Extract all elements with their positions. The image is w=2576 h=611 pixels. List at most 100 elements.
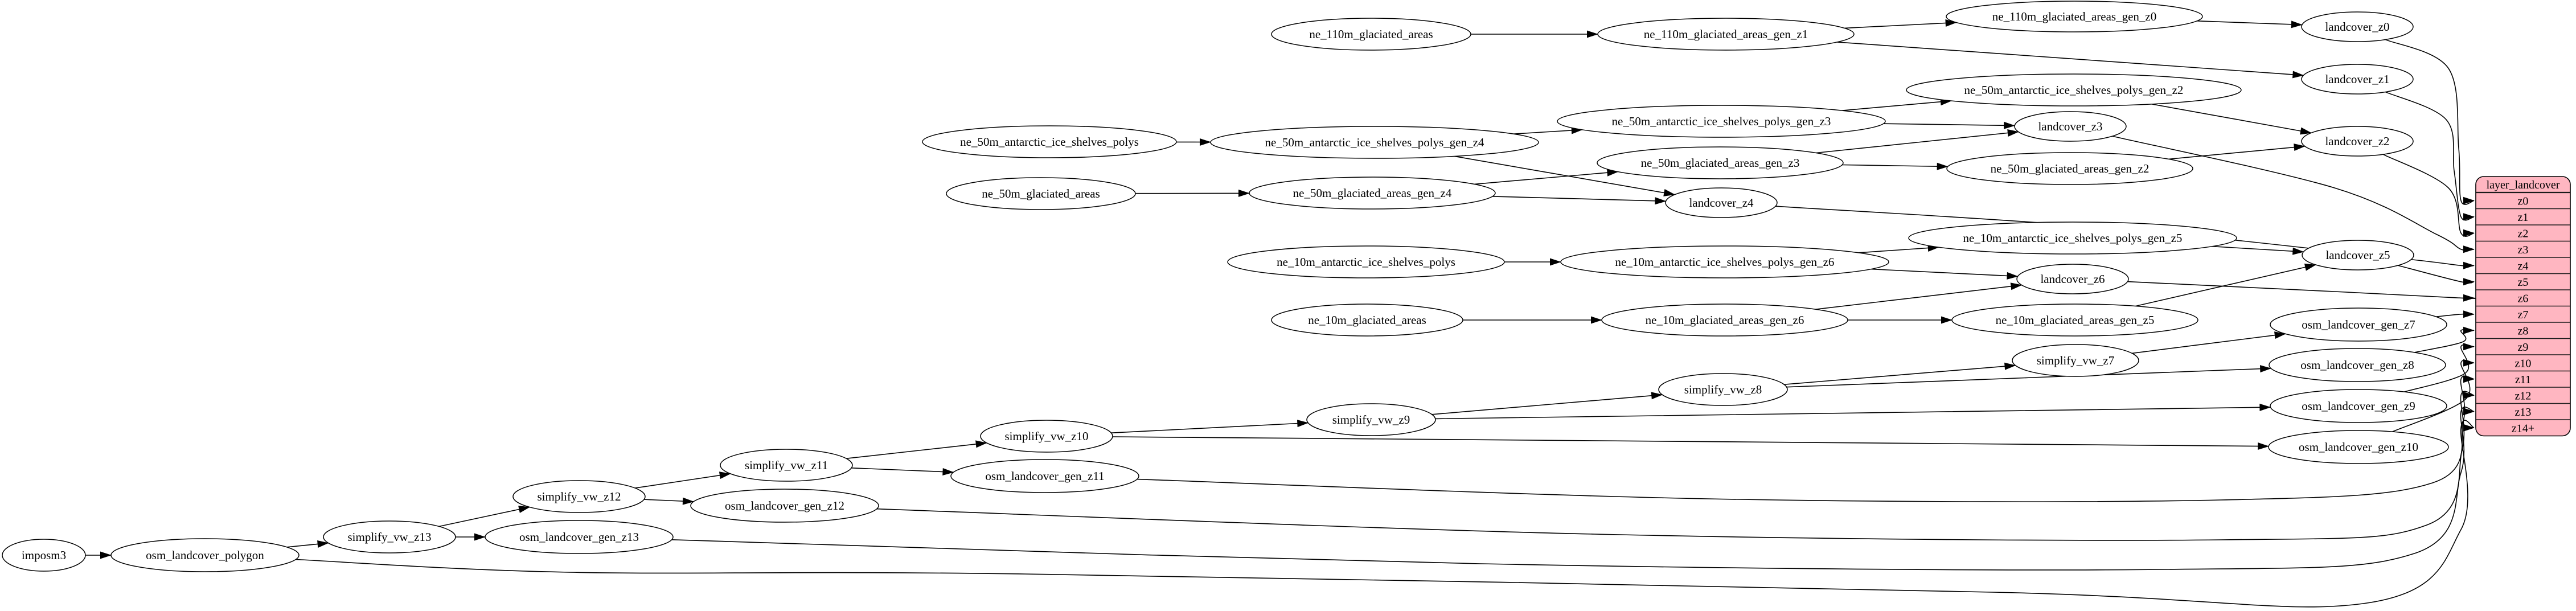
node-label-osm_landcover_gen_z11: osm_landcover_gen_z11: [985, 469, 1104, 483]
edge-ne_10m_antarctic_ice_shelves_polys_gen_z5-landcover_z5: [2212, 245, 2304, 255]
edge-simplify_vw_z9-simplify_vw_z8: [1431, 392, 1663, 415]
node-label-landcover_z6: landcover_z6: [2040, 272, 2105, 286]
node-label-osm_landcover_gen_z8: osm_landcover_gen_z8: [2300, 358, 2414, 372]
node-shape-ne_50m_glaciated_areas_gen_z3: [1597, 146, 1844, 179]
node-ne_10m_glaciated_areas: ne_10m_glaciated_areas: [1271, 304, 1463, 337]
node-label-ne_50m_antarctic_ice_shelves_polys: ne_50m_antarctic_ice_shelves_polys: [960, 135, 1139, 149]
node-shape-osm_landcover_gen_z12: [690, 489, 879, 523]
node-shape-landcover_z2: [2301, 126, 2414, 157]
node-label-ne_10m_antarctic_ice_shelves_polys_gen_z5: ne_10m_antarctic_ice_shelves_polys_gen_z…: [1963, 231, 2183, 245]
table-row-z13: z13: [2515, 406, 2532, 419]
node-shape-ne_10m_glaciated_areas_gen_z5: [1951, 304, 2198, 337]
node-shape-ne_50m_antarctic_ice_shelves_polys_gen_z3: [1557, 105, 1886, 138]
node-shape-simplify_vw_z12: [512, 480, 646, 513]
node-label-ne_50m_glaciated_areas_gen_z4: ne_50m_glaciated_areas_gen_z4: [1293, 186, 1452, 200]
edge-simplify_vw_z10-simplify_vw_z9: [1111, 420, 1309, 433]
node-shape-ne_50m_antarctic_ice_shelves_polys_gen_z2: [1906, 73, 2242, 106]
node-shape-osm_landcover_gen_z7: [2270, 307, 2447, 342]
edge-ne_50m_antarctic_ice_shelves_polys_gen_z2-landcover_z2: [2151, 104, 2312, 135]
table-row-z11: z11: [2515, 374, 2531, 386]
node-label-landcover_z2: landcover_z2: [2325, 134, 2389, 148]
edge-landcover_z2-layer_landcover-z2: [2382, 154, 2475, 237]
node-shape-simplify_vw_z10: [980, 420, 1113, 453]
node-shape-ne_50m_glaciated_areas_gen_z4: [1249, 177, 1496, 210]
node-ne_50m_glaciated_areas_gen_z3: ne_50m_glaciated_areas_gen_z3: [1597, 146, 1844, 179]
node-label-osm_landcover_polygon: osm_landcover_polygon: [146, 548, 264, 562]
node-ne_110m_glaciated_areas_gen_z1: ne_110m_glaciated_areas_gen_z1: [1597, 18, 1855, 51]
edge-landcover_z0-layer_landcover-z0: [2385, 39, 2475, 205]
edge-simplify_vw_z11-simplify_vw_z10: [846, 440, 987, 459]
edge-osm_landcover_polygon-layer_landcover-z14+: [296, 420, 2475, 608]
node-ne_10m_antarctic_ice_shelves_polys: ne_10m_antarctic_ice_shelves_polys: [1227, 245, 1505, 278]
node-label-ne_50m_glaciated_areas: ne_50m_glaciated_areas: [982, 187, 1100, 200]
edge-osm_landcover_gen_z9-layer_landcover-z9: [2404, 343, 2475, 392]
node-ne_50m_glaciated_areas_gen_z4: ne_50m_glaciated_areas_gen_z4: [1249, 177, 1496, 210]
node-landcover_z6: landcover_z6: [2016, 264, 2129, 294]
node-label-osm_landcover_gen_z13: osm_landcover_gen_z13: [519, 530, 639, 544]
node-ne_110m_glaciated_areas_gen_z0: ne_110m_glaciated_areas_gen_z0: [1946, 1, 2203, 32]
node-shape-simplify_vw_z8: [1658, 373, 1788, 406]
node-simplify_vw_z13: simplify_vw_z13: [323, 520, 456, 553]
node-label-osm_landcover_gen_z12: osm_landcover_gen_z12: [725, 499, 844, 512]
node-label-ne_50m_antarctic_ice_shelves_polys_gen_z2: ne_50m_antarctic_ice_shelves_polys_gen_z…: [1964, 83, 2184, 97]
node-shape-osm_landcover_gen_z10: [2268, 430, 2449, 464]
edge-ne_10m_glaciated_areas_gen_z6-landcover_z6: [1815, 282, 2023, 310]
edge-ne_50m_glaciated_areas_gen_z3-ne_50m_glaciated_areas_gen_z2: [1842, 162, 1949, 170]
node-shape-landcover_z3: [2014, 111, 2127, 142]
table-layer_landcover: layer_landcoverz0z1z2z3z4z5z6z7z8z9z10z1…: [2475, 176, 2571, 437]
edge-simplify_vw_z10-osm_landcover_gen_z10: [1112, 436, 2270, 450]
node-label-ne_110m_glaciated_areas: ne_110m_glaciated_areas: [1309, 27, 1433, 41]
table-row-z6: z6: [2518, 292, 2529, 305]
node-label-landcover_z5: landcover_z5: [2325, 248, 2390, 262]
node-label-landcover_z4: landcover_z4: [1689, 196, 1754, 210]
table-row-z2: z2: [2518, 227, 2529, 240]
node-shape-landcover_z6: [2016, 264, 2129, 294]
table-row-z8: z8: [2518, 325, 2529, 337]
edge-ne_50m_antarctic_ice_shelves_polys_gen_z3-ne_50m_antarctic_ice_shelves_polys_gen_z2: [1842, 98, 1952, 111]
node-label-simplify_vw_z9: simplify_vw_z9: [1332, 413, 1410, 427]
table-row-z5: z5: [2518, 276, 2529, 289]
node-shape-osm_landcover_polygon: [110, 538, 300, 572]
node-label-imposm3: imposm3: [22, 548, 66, 562]
node-landcover_z4: landcover_z4: [1665, 187, 1778, 218]
node-osm_landcover_gen_z13: osm_landcover_gen_z13: [485, 520, 674, 554]
node-shape-ne_110m_glaciated_areas: [1271, 18, 1471, 51]
node-label-ne_10m_glaciated_areas_gen_z5: ne_10m_glaciated_areas_gen_z5: [1996, 313, 2155, 327]
node-osm_landcover_gen_z10: osm_landcover_gen_z10: [2268, 430, 2449, 464]
node-label-ne_50m_glaciated_areas_gen_z2: ne_50m_glaciated_areas_gen_z2: [1991, 162, 2150, 175]
edge-ne_50m_antarctic_ice_shelves_polys_gen_z4-ne_50m_antarctic_ice_shelves_polys_gen_z3: [1513, 126, 1583, 134]
node-label-landcover_z0: landcover_z0: [2325, 20, 2389, 34]
node-label-landcover_z1: landcover_z1: [2325, 72, 2389, 86]
node-label-ne_10m_antarctic_ice_shelves_polys_gen_z6: ne_10m_antarctic_ice_shelves_polys_gen_z…: [1615, 255, 1835, 269]
edge-landcover_z1-layer_landcover-z1: [2385, 91, 2475, 221]
node-osm_landcover_gen_z9: osm_landcover_gen_z9: [2270, 389, 2447, 423]
node-landcover_z0: landcover_z0: [2301, 11, 2414, 42]
node-shape-ne_10m_antarctic_ice_shelves_polys_gen_z6: [1560, 245, 1889, 278]
node-label-ne_10m_glaciated_areas: ne_10m_glaciated_areas: [1308, 313, 1426, 327]
edge-osm_landcover_polygon-simplify_vw_z13: [286, 540, 329, 548]
table-row-z10: z10: [2515, 357, 2532, 370]
node-label-ne_50m_antarctic_ice_shelves_polys_gen_z4: ne_50m_antarctic_ice_shelves_polys_gen_z…: [1265, 136, 1484, 149]
table-layer: layer_landcoverz0z1z2z3z4z5z6z7z8z9z10z1…: [2475, 176, 2571, 437]
node-label-ne_50m_antarctic_ice_shelves_polys_gen_z3: ne_50m_antarctic_ice_shelves_polys_gen_z…: [1612, 114, 1831, 128]
edge-ne_50m_glaciated_areas_gen_z4-ne_50m_glaciated_areas_gen_z3: [1474, 169, 1619, 185]
node-label-ne_110m_glaciated_areas_gen_z0: ne_110m_glaciated_areas_gen_z0: [1992, 10, 2156, 23]
node-ne_10m_glaciated_areas_gen_z5: ne_10m_glaciated_areas_gen_z5: [1951, 304, 2198, 337]
node-ne_50m_glaciated_areas: ne_50m_glaciated_areas: [946, 177, 1136, 210]
node-shape-landcover_z0: [2301, 11, 2414, 42]
node-landcover_z2: landcover_z2: [2301, 126, 2414, 157]
edge-ne_50m_antarctic_ice_shelves_polys_gen_z3-landcover_z3: [1883, 121, 2016, 129]
node-ne_10m_antarctic_ice_shelves_polys_gen_z5: ne_10m_antarctic_ice_shelves_polys_gen_z…: [1908, 222, 2237, 255]
edge-landcover_z3-layer_landcover-z3: [2112, 136, 2475, 253]
node-simplify_vw_z7: simplify_vw_z7: [2012, 344, 2139, 377]
node-shape-simplify_vw_z11: [720, 449, 853, 482]
node-label-simplify_vw_z10: simplify_vw_z10: [1005, 429, 1089, 443]
node-osm_landcover_polygon: osm_landcover_polygon: [110, 538, 300, 572]
edge-simplify_vw_z8-simplify_vw_z7: [1784, 362, 2016, 385]
table-row-z7: z7: [2518, 309, 2529, 321]
node-landcover_z5: landcover_z5: [2302, 240, 2414, 270]
node-label-simplify_vw_z13: simplify_vw_z13: [348, 530, 432, 544]
edge-osm_landcover_gen_z13-layer_landcover-z13: [671, 407, 2475, 571]
edge-ne_110m_glaciated_areas_gen_z0-landcover_z0: [2197, 20, 2303, 28]
node-label-osm_landcover_gen_z9: osm_landcover_gen_z9: [2302, 399, 2415, 413]
